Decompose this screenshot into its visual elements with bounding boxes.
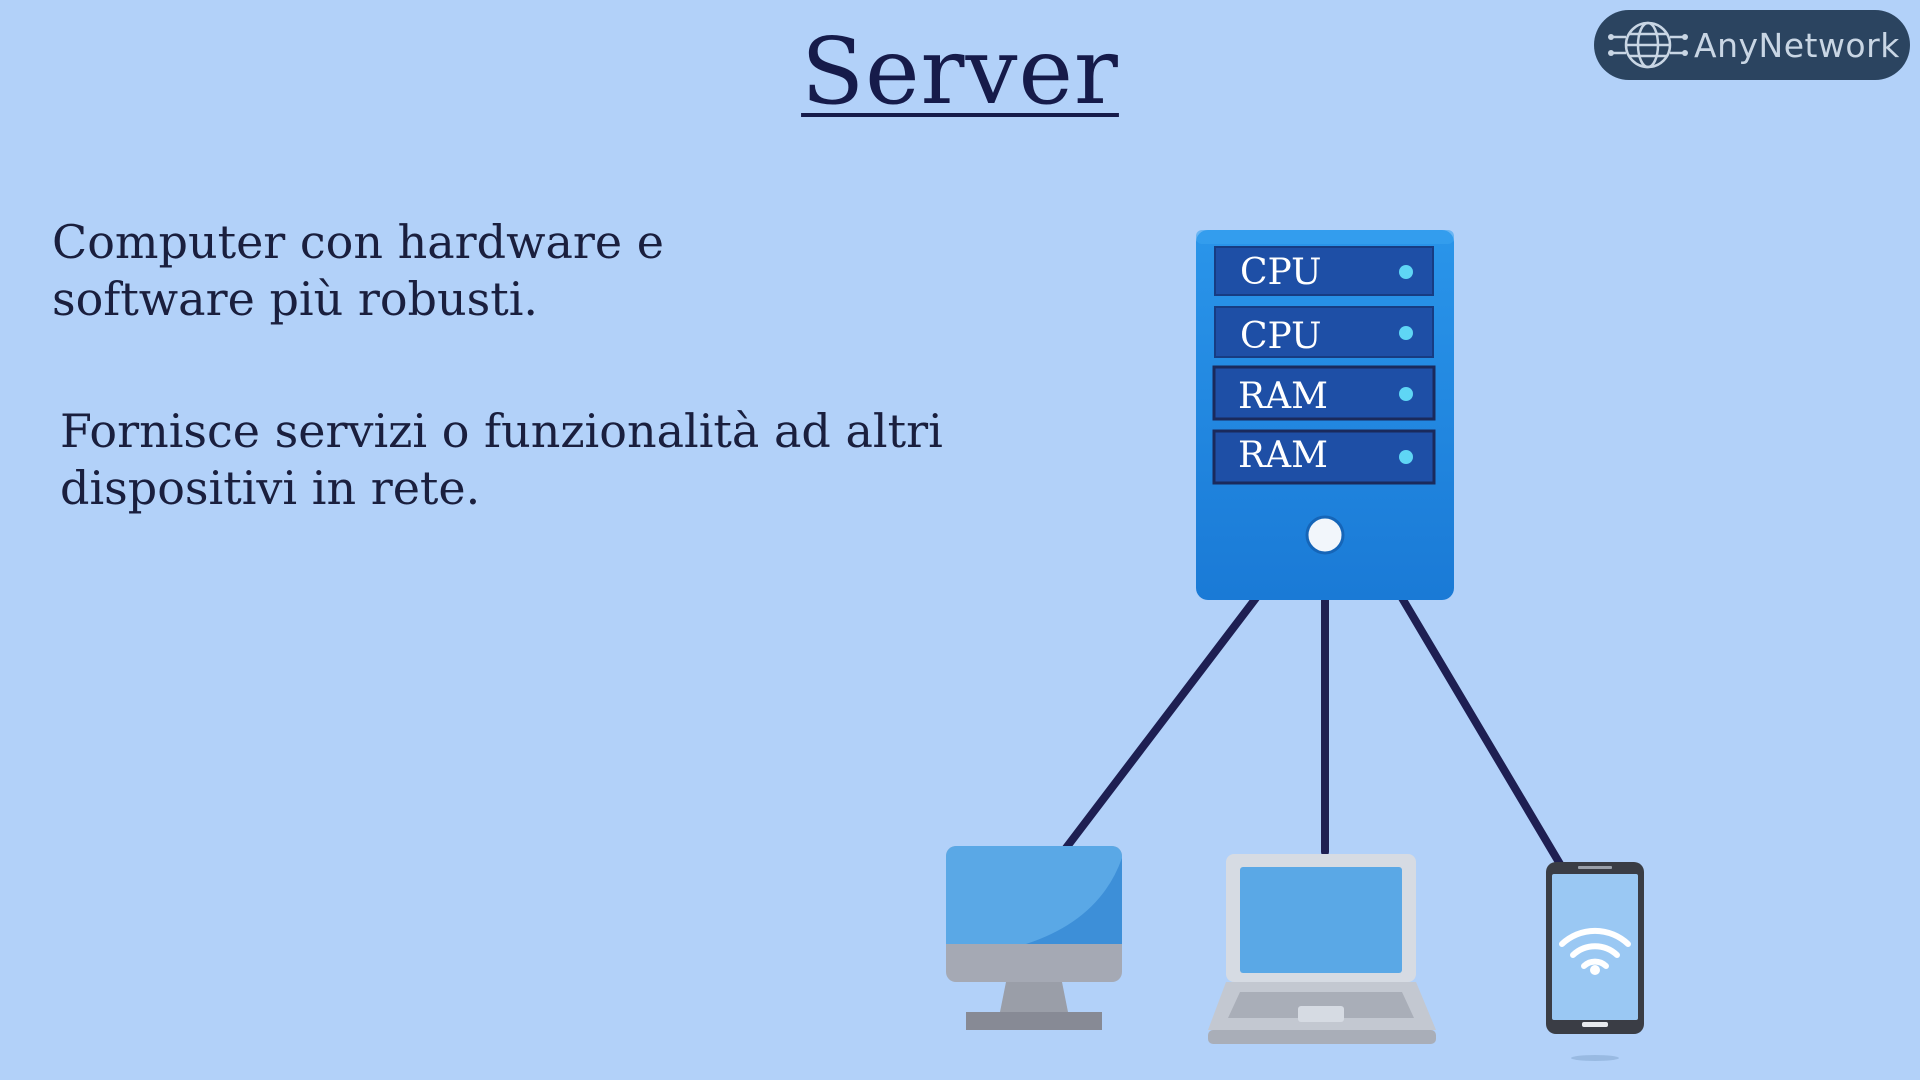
description-services: Fornisce servizi o funzionalità ad altri… [60, 403, 1020, 517]
unit-label: RAM [1238, 376, 1328, 417]
description-line: dispositivi in rete. [60, 461, 481, 515]
server-tower: CPU CPU RAM RAM [1196, 230, 1454, 600]
logo-text: AnyNetwork [1694, 25, 1900, 65]
status-led-icon [1399, 265, 1413, 279]
server-unit-2: CPU [1214, 306, 1434, 358]
server-unit-1: CPU [1214, 246, 1434, 296]
server-unit-3: RAM [1212, 365, 1436, 421]
connection-line [1062, 594, 1260, 852]
unit-label: CPU [1240, 252, 1321, 293]
description-line: Computer con hardware e [52, 215, 664, 269]
unit-label: CPU [1240, 316, 1321, 357]
desktop-monitor-icon [946, 846, 1122, 1030]
laptop-icon [1208, 854, 1436, 1044]
unit-label: RAM [1238, 435, 1328, 476]
anynetwork-logo: AnyNetwork [1594, 10, 1910, 80]
smartphone-wifi-icon [1546, 862, 1644, 1061]
server-unit-4: RAM [1212, 429, 1436, 485]
connection-line [1398, 594, 1564, 868]
globe-network-icon [1608, 21, 1688, 69]
description-line: software più robusti. [52, 272, 539, 326]
status-led-icon [1399, 326, 1413, 340]
status-led-icon [1399, 450, 1413, 464]
description-hardware: Computer con hardware e software più rob… [52, 214, 812, 328]
description-line: Fornisce servizi o funzionalità ad altri [60, 404, 943, 458]
page-title: Server [801, 18, 1119, 125]
power-button-icon [1305, 515, 1345, 555]
status-led-icon [1399, 387, 1413, 401]
